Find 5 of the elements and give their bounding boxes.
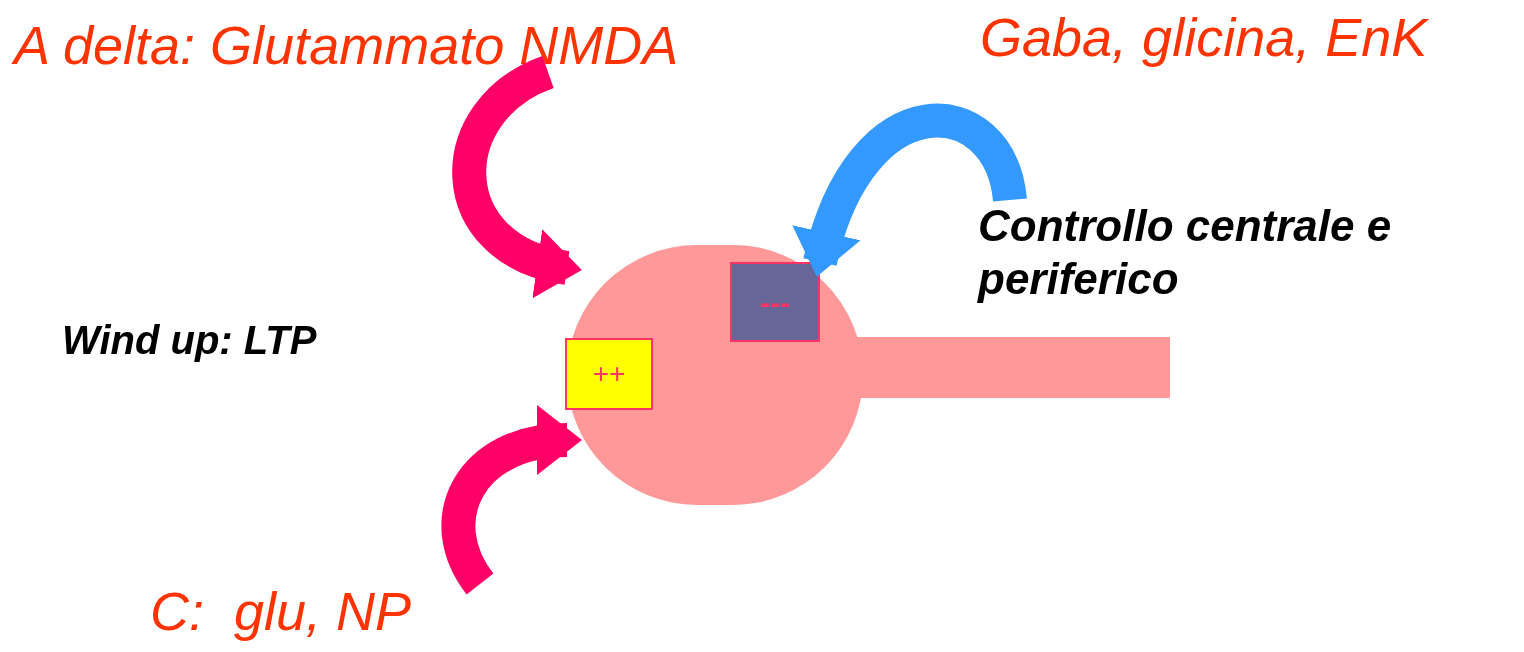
caption-text: Wind up: LTP (62, 320, 482, 360)
label-box: --- (730, 262, 820, 342)
curved-arrow (794, 104, 1027, 277)
caption-text: Controllo centrale e periferico (978, 200, 1498, 306)
label-box: ++ (565, 338, 653, 410)
